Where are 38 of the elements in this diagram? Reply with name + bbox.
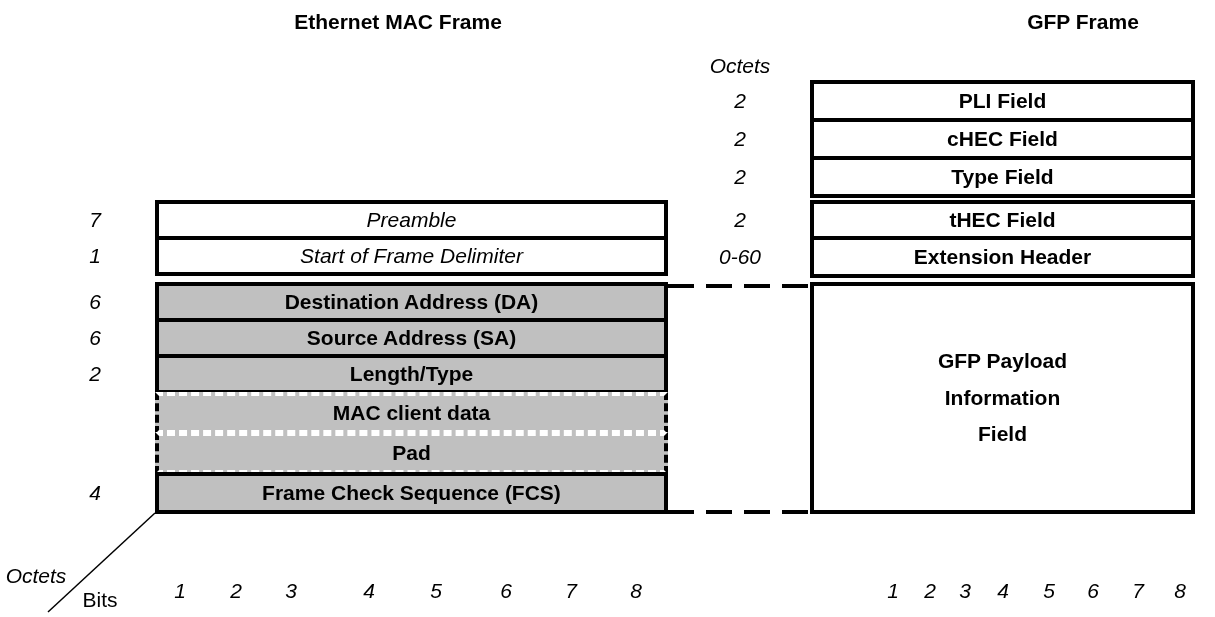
octet-count: 6 [89,326,101,350]
octet-count: 1 [89,244,101,268]
octet-count: 4 [89,481,101,505]
bit-number: 8 [1174,579,1186,603]
octet-count: 2 [734,208,746,232]
bit-number: 4 [997,579,1009,603]
dashed-mapping-line [668,284,810,288]
column-heading: Octets [709,54,771,78]
dashed-mapping-line [668,510,810,514]
octet-count: 7 [89,208,101,232]
bit-number: 6 [1087,579,1099,603]
payload-field-box: GFP Payload Information Field [810,282,1195,514]
octet-count: 2 [89,362,101,386]
bit-number: 2 [230,579,242,603]
frame-heading: Ethernet MAC Frame [294,10,502,34]
octet-count: 0-60 [719,245,761,269]
bit-number: 3 [285,579,297,603]
bit-number: 1 [887,579,899,603]
axis-label: Octets [5,564,67,588]
bit-number: 1 [174,579,186,603]
bit-number: 2 [924,579,936,603]
bit-number: 5 [430,579,442,603]
bit-number: 7 [565,579,577,603]
octet-count: 2 [734,165,746,189]
octet-count: 2 [734,89,746,113]
bit-number: 5 [1043,579,1055,603]
frame-heading: GFP Frame [1027,10,1139,34]
bit-number: 6 [500,579,512,603]
bit-number: 3 [959,579,971,603]
field-box: Pad [155,432,668,474]
octet-count: 2 [734,127,746,151]
bit-number: 4 [363,579,375,603]
axis-label: Bits [82,588,118,612]
bit-number: 8 [630,579,642,603]
field-box: MAC client data [155,392,668,434]
bit-number: 7 [1132,579,1144,603]
field-box: Frame Check Sequence (FCS) [155,472,668,514]
octet-count: 6 [89,290,101,314]
